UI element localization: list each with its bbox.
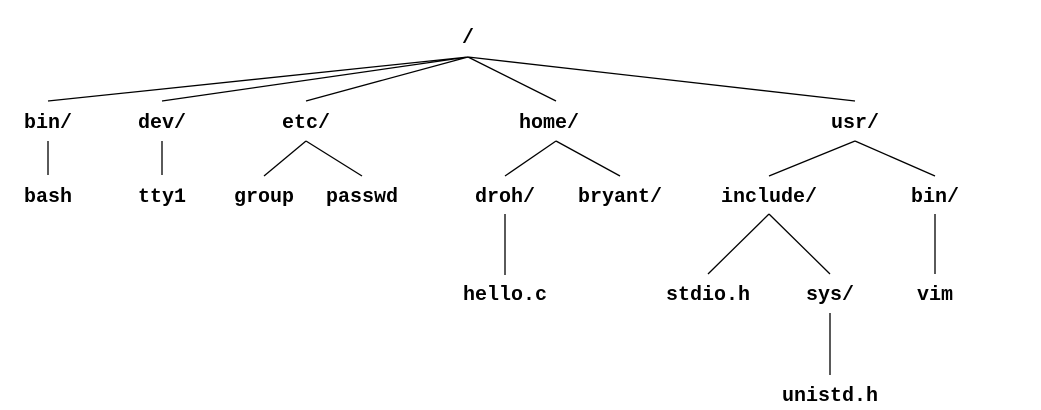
node-include: include/ [721,186,817,209]
node-droh: droh/ [475,186,535,209]
node-bin: bin/ [24,112,72,135]
edge-home-bryant [555,140,621,177]
tree-nodes: / bin/ dev/ etc/ home/ usr/ bash tty1 gr… [24,27,959,408]
edge-include-stdio [707,213,770,275]
edge-root-bin [47,56,469,102]
edge-etc-group [263,140,307,177]
edge-root-usr [467,56,856,102]
node-tty1: tty1 [138,186,186,209]
node-bryant: bryant/ [578,186,662,209]
edge-root-home [467,56,557,102]
node-usr: usr/ [831,112,879,135]
edge-include-sys [768,213,831,275]
node-group: group [234,186,294,209]
node-dev: dev/ [138,112,186,135]
node-passwd: passwd [326,186,398,209]
edge-usr-bin [854,140,936,177]
edge-root-etc [305,56,469,102]
node-bash: bash [24,186,72,209]
node-etc: etc/ [282,112,330,135]
node-home: home/ [519,112,579,135]
edge-home-droh [504,140,557,177]
node-root: / [462,27,474,50]
node-vim: vim [917,284,953,307]
edge-usr-include [768,140,856,177]
node-usr-bin: bin/ [911,186,959,209]
edge-etc-passwd [305,140,363,177]
node-stdio-h: stdio.h [666,284,750,307]
edge-root-dev [161,56,469,102]
node-sys: sys/ [806,284,854,307]
node-hello-c: hello.c [463,284,547,307]
tree-edges [47,56,936,375]
node-unistd-h: unistd.h [782,385,878,408]
